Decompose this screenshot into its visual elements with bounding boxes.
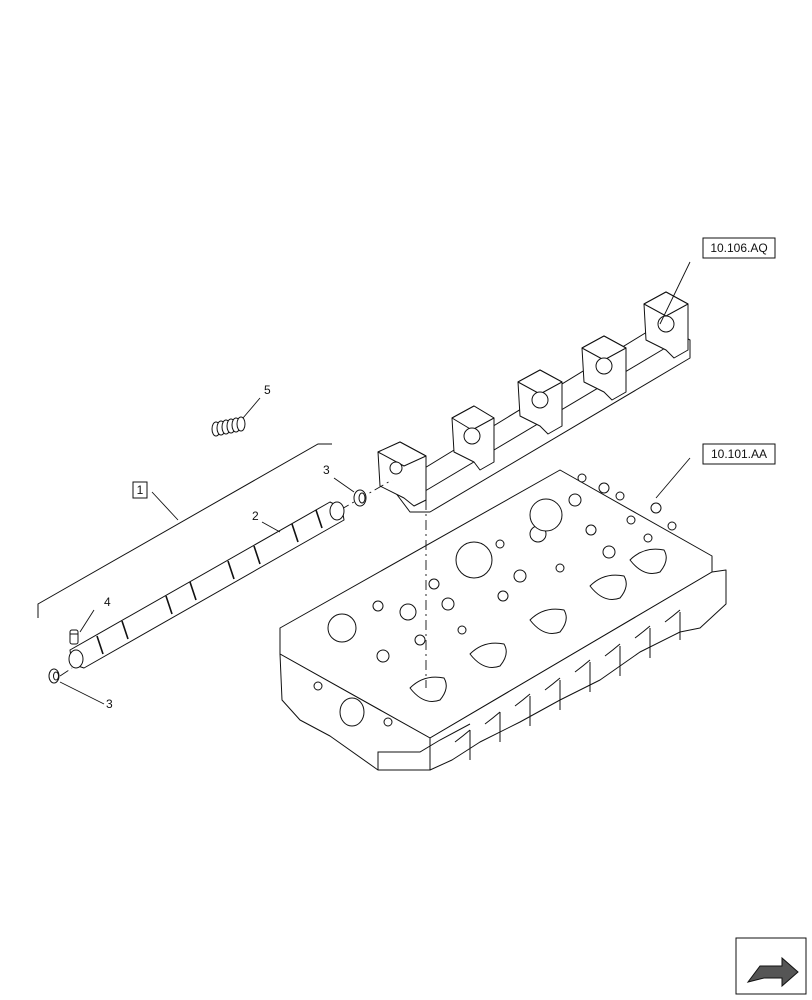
assembly-guide-lines — [59, 479, 427, 688]
rocker-shaft-end — [68, 649, 84, 669]
reference-label: 10.101.AA — [711, 447, 767, 461]
pin — [69, 629, 79, 645]
callout-4: 4 — [104, 595, 111, 609]
item-1-box — [132, 481, 148, 499]
callout-2: 2 — [252, 509, 259, 523]
callout-3-lower: 3 — [106, 697, 113, 711]
callout-1: 1 — [137, 483, 144, 497]
arrow-icon[interactable] — [735, 937, 807, 995]
reference-label: 10.106.AQ — [710, 241, 767, 255]
support-pedestal — [581, 335, 627, 401]
support-pedestal — [451, 405, 495, 471]
support-pedestal — [377, 441, 427, 507]
rocker-shaft-grooves — [96, 509, 323, 655]
rocker-shaft — [68, 501, 345, 669]
support-pedestal — [517, 369, 563, 435]
valve-seat-row — [409, 548, 667, 702]
plug-ring-lower — [48, 668, 60, 684]
plug-ring-upper — [353, 489, 367, 507]
leader-lines — [59, 261, 691, 705]
top-face-holes — [327, 473, 677, 663]
spring — [211, 416, 246, 437]
front-small-hole — [313, 681, 323, 691]
cylinder-head — [279, 469, 727, 771]
cylinder-head-side-pockets — [454, 609, 681, 760]
callout-3-upper: 3 — [323, 463, 330, 477]
front-port-hole — [339, 697, 365, 727]
callout-5: 5 — [264, 383, 271, 397]
reference-10-101-aa[interactable]: 10.101.AA — [702, 443, 776, 465]
reference-10-106-aq[interactable]: 10.106.AQ — [702, 237, 776, 259]
rocker-shaft-support — [377, 291, 691, 513]
front-small-hole — [383, 717, 393, 727]
assembly-bracket — [37, 443, 332, 618]
support-pedestal — [643, 291, 689, 359]
rocker-shaft-end — [329, 501, 345, 521]
